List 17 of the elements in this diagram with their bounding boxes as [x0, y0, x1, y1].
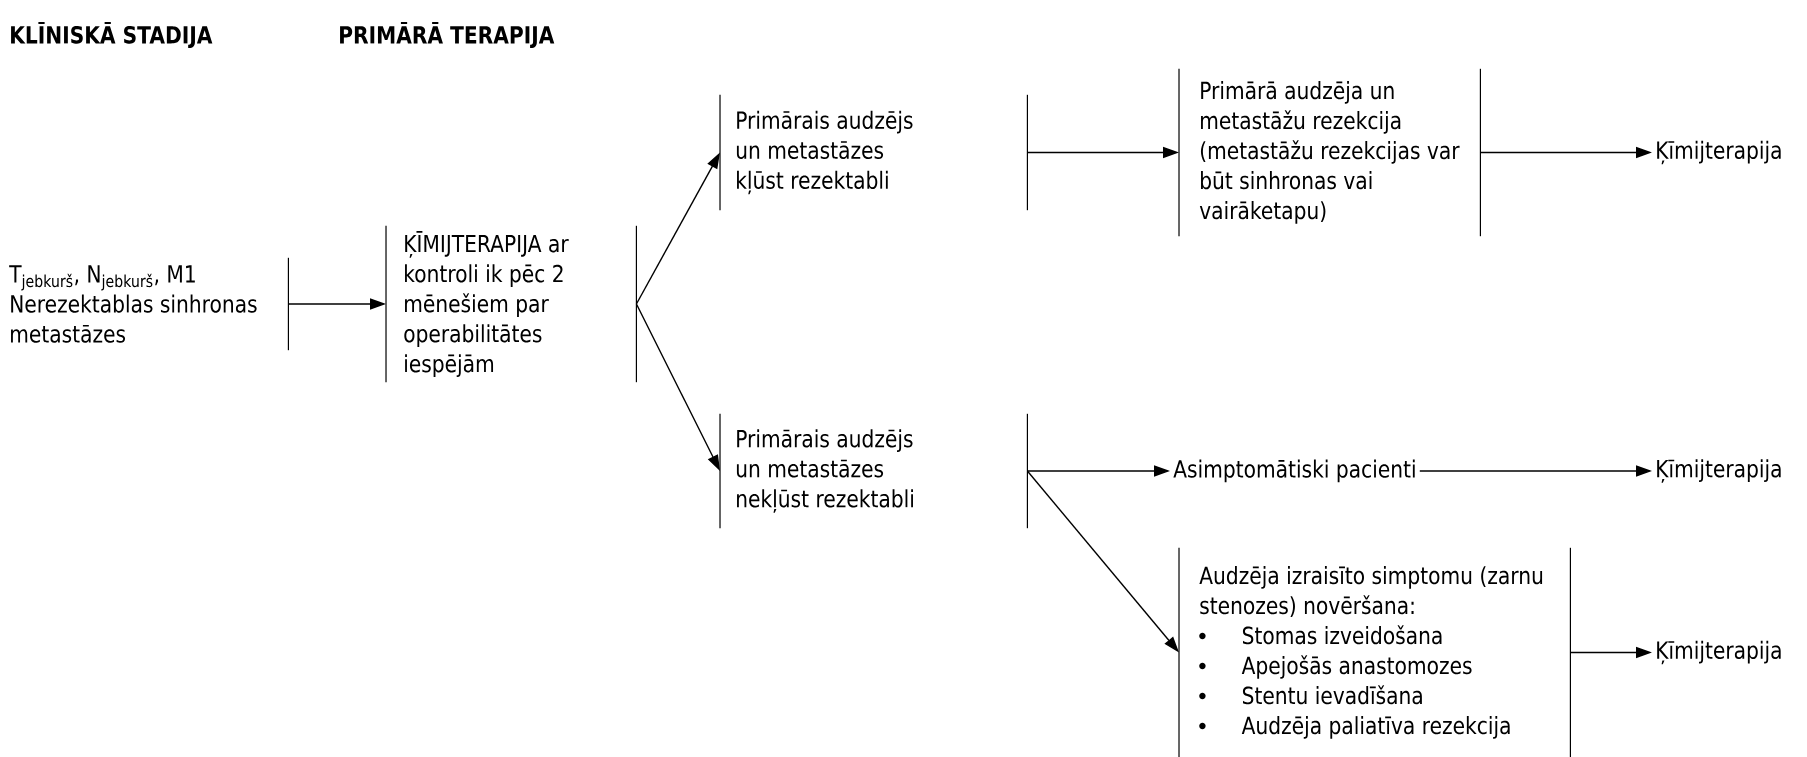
outcome-text: Ķīmijterapija [1657, 140, 1781, 165]
node-label: Stomas izveidošana [1242, 625, 1442, 645]
bracket-box: Primārais audzējs un metastāzes nekļūst rezektabli [719, 413, 1028, 529]
outcome-text: Ķīmijterapija [1657, 459, 1781, 483]
node-label: Apejošās anastomozes [1241, 655, 1472, 679]
bracket-box: Primārā audzēja un metastāžu rezekcija (metastāžu rezekcijas var būt sinhronas vai vairāketapu) [1178, 68, 1481, 237]
column-heading: KLĪNISKĀ STADIJA [11, 21, 213, 49]
bracket-box: Audzēja izraisīto simptomu (zarnu stenozes) novēršana: Stomas izveidošana Apejošās anastomozes Stentu ievadīšana Audzēja paliatīva rezekcija [1178, 547, 1571, 757]
bracket-box: Primārais audzējs un metastāzes kļūst rezektabli [719, 94, 1028, 211]
node-label: Audzēja paliatīva rezekcija [1241, 716, 1510, 739]
outcome-text: Asimptomātiski pacienti [1173, 459, 1415, 483]
outcome-text: Ķīmijterapija [1657, 640, 1781, 665]
bracket-box: ĶĪMIJTERAPIJA ar kontroli ik pēc 2 mēnešiem par operabilitātes iespējām [385, 225, 637, 383]
column-heading: PRIMĀRĀ TERAPIJA [340, 21, 555, 49]
node-label: Stentu ievadīšana [1242, 685, 1422, 705]
bracket-box: T$_{jebkurš}$, N$_{jebkurš}$, M1 Nerezektablas sinhronas metastāzes [9, 257, 290, 351]
node-label: Audzēja izraisīto simptomu (zarnu stenozes) novēršana: [1199, 566, 1543, 618]
